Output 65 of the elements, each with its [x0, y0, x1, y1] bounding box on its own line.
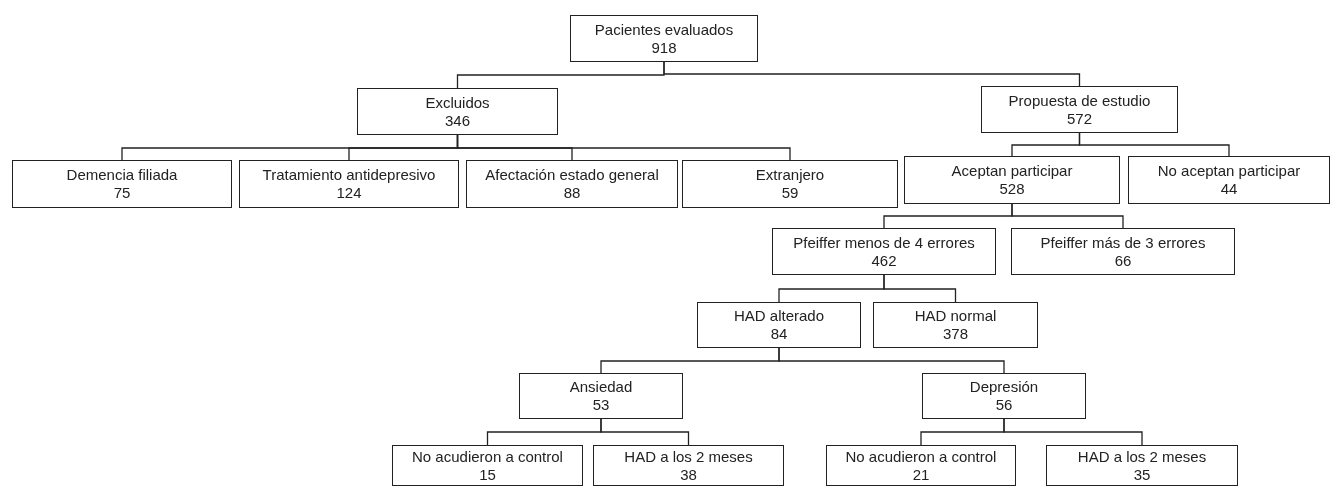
flowchart-box: [682, 160, 898, 208]
connector-line: [600, 418, 690, 446]
box-count: 66: [1114, 251, 1132, 270]
flowchart-box: [981, 86, 1178, 133]
box-count: 462: [871, 251, 897, 270]
box-title: No acudieron a control: [412, 447, 563, 466]
box-count: 44: [1220, 180, 1238, 198]
box-count: 75: [113, 184, 131, 202]
box-count: 21: [912, 465, 930, 484]
flowchart-box: [12, 160, 232, 208]
flowchart-box: [239, 160, 459, 208]
connector-line: [1011, 203, 1124, 229]
connector-line: [663, 61, 1081, 87]
box-count: 59: [781, 184, 799, 202]
box-count: 572: [1067, 109, 1092, 128]
connector-line: [1078, 132, 1230, 157]
box-count: 15: [479, 465, 496, 484]
flowchart-box: [873, 302, 1038, 348]
box-title: Demencia filiada: [66, 166, 178, 184]
flowchart-box: [357, 88, 558, 135]
box-title: Pfeiffer más de 3 errores: [1040, 233, 1206, 252]
box-count: 84: [770, 325, 788, 343]
box-title: HAD a los 2 meses: [1077, 447, 1207, 466]
box-count: 35: [1133, 465, 1151, 484]
flowchart-box: [1128, 156, 1330, 204]
box-title: No acudieron a control: [845, 447, 997, 466]
box-count: 53: [592, 396, 610, 414]
box-title: Ansiedad: [569, 378, 633, 396]
flowchart-box: [466, 160, 678, 208]
box-count: 124: [336, 184, 362, 202]
box-title: Aceptan participar: [951, 162, 1073, 180]
connector-line: [778, 347, 1005, 374]
box-count: 88: [563, 184, 581, 202]
box-count: 528: [999, 180, 1025, 198]
box-title: Pacientes evaluados: [594, 20, 734, 39]
box-title: Afectación estado general: [485, 166, 659, 184]
connector-line: [1003, 418, 1143, 446]
flowchart-box: [593, 445, 784, 486]
box-title: HAD a los 2 meses: [624, 447, 753, 466]
box-count: 378: [943, 325, 968, 343]
box-title: Excluidos: [425, 93, 490, 112]
flowchart-box: [1046, 445, 1238, 486]
box-count: 918: [651, 38, 677, 57]
flowchart-box: [1011, 228, 1235, 275]
box-title: No aceptan participar: [1157, 162, 1301, 180]
box-title: HAD normal: [914, 307, 997, 325]
box-title: Tratamiento antidepresivo: [262, 166, 436, 184]
connector-line: [456, 134, 791, 161]
box-title: HAD alterado: [733, 307, 824, 325]
box-title: Propuesta de estudio: [1008, 91, 1151, 110]
box-count: 38: [680, 465, 697, 484]
box-title: Depresión: [969, 378, 1039, 396]
flowchart-box: [826, 445, 1016, 486]
flowchart-box: [392, 445, 583, 486]
box-count: 56: [995, 396, 1013, 414]
box-count: 346: [445, 111, 470, 130]
box-title: Extranjero: [755, 166, 825, 184]
flowchart-box: [904, 156, 1120, 204]
flowchart-box: [772, 228, 996, 275]
flowchart-box: [570, 15, 758, 62]
flowchart-box: [922, 373, 1086, 419]
box-title: Pfeiffer menos de 4 errores: [793, 233, 975, 252]
connector-line: [883, 274, 957, 303]
flowchart-box: [519, 373, 683, 419]
flowchart-box: [697, 302, 861, 348]
